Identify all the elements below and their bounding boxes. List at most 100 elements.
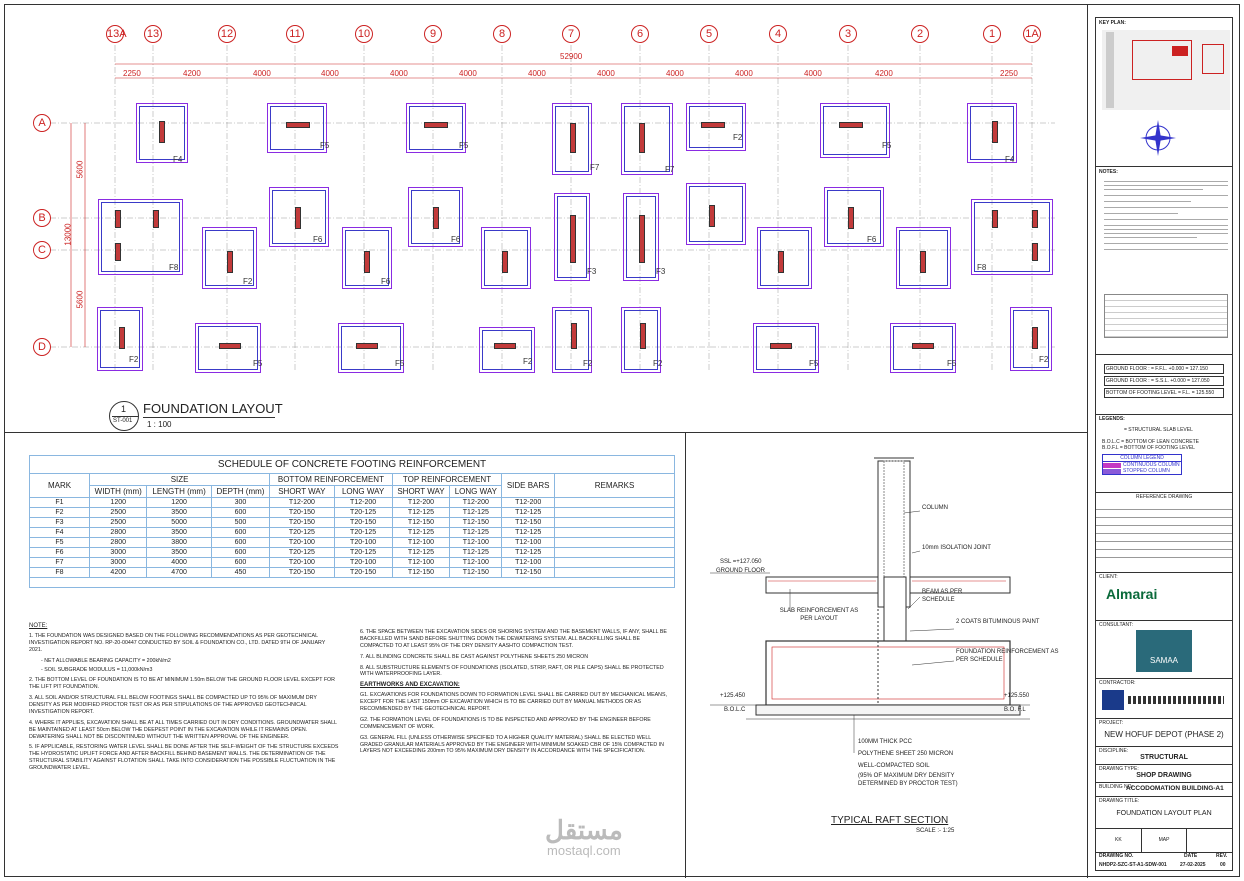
footing[interactable] [202,227,257,289]
column [1032,327,1038,349]
footing[interactable] [552,307,592,373]
footing[interactable] [753,323,819,373]
footing[interactable] [686,103,746,151]
drawing-rev: 00 [1220,862,1226,868]
grid-label-x: 7 [562,25,580,43]
bay-dimension: 4200 [183,69,201,78]
column [153,210,159,228]
bay-dimension: 4000 [528,69,546,78]
label-soil: WELL-COMPACTED SOIL [858,763,930,769]
footing[interactable] [136,103,188,163]
column [159,121,165,143]
level-fl: BOTTOM OF FOOTING LEVEL = F.L. = 125.550 [1104,388,1224,398]
label-pcc: 100MM THICK PCC [858,739,912,745]
footing[interactable] [406,103,466,153]
footing[interactable] [621,103,673,175]
column [571,323,577,349]
footing-mark: F4 [173,155,183,164]
notes-label: NOTES: [1099,169,1118,175]
grid-label-x: 6 [631,25,649,43]
note-g3: G3. GENERAL FILL (UNLESS OTHERWISE SPECI… [360,734,664,755]
drawing-title: FOUNDATION LAYOUT PLAN [1116,810,1212,817]
footing[interactable] [98,199,183,275]
footing[interactable] [971,199,1053,275]
raft-section: COLUMN 10mm ISOLATION JOINT SSL =+127.05… [685,433,1087,878]
label-soil-note: (95% OF MAXIMUM DRY DENSITY DETERMINED B… [858,773,958,787]
footing[interactable] [481,227,531,289]
bay-dimension: 4000 [804,69,822,78]
footing-mark: F3 [656,267,666,276]
column [286,122,310,128]
column [570,123,576,153]
left-dimension: 5600 [75,160,85,179]
footing[interactable] [342,227,392,289]
footing[interactable] [967,103,1017,163]
column [639,123,645,153]
footing[interactable] [686,183,746,245]
footing-mark: F4 [1005,155,1015,164]
grid-label-y: B [33,209,51,227]
footing[interactable] [338,323,404,373]
footing-mark: F5 [253,359,263,368]
footing[interactable] [757,227,812,289]
layout-title-ref: 1 ST-001 [109,401,139,431]
note-5: 5. IF APPLICABLE, RESTORING WATER LEVEL … [29,744,339,771]
note-2: 2. THE BOTTOM LEVEL OF FOUNDATION IS TO … [29,677,336,691]
footing-mark: F6 [381,277,391,286]
footing[interactable] [623,193,659,281]
watermark-logo: مستقل [545,815,623,845]
column [640,323,646,349]
note-7: 7. ALL BLINDING CONCRETE SHALL BE CAST A… [360,653,589,660]
footing-mark: F6 [313,235,323,244]
grid-label-x: 9 [424,25,442,43]
footing-mark: F5 [459,141,469,150]
column [912,343,934,349]
footing[interactable] [552,103,592,175]
note-4: 4. WHERE IT APPLIES, EXCAVATION SHALL BE… [29,719,337,740]
watermark: مستقل mostaql.com [545,815,623,858]
label-column: COLUMN [922,505,949,511]
column [848,207,854,229]
footing[interactable] [896,227,951,289]
label-bofl-level: +125.550 [1004,693,1030,699]
footing[interactable] [408,187,463,247]
footing[interactable] [97,307,143,371]
drawing-type: SHOP DRAWING [1136,772,1192,779]
layout-scale: 1 : 100 [147,420,172,429]
footing[interactable] [1010,307,1052,371]
footing[interactable] [621,307,661,373]
column [502,251,508,273]
stopped-col-swatch [1103,468,1121,474]
footing-mark: F2 [733,133,743,142]
footing-mark: F2 [129,355,139,364]
column [119,327,125,349]
level-ssl: GROUND FLOOR : = S.S.L. +0.000 = 127.050 [1104,376,1224,386]
schedule-title: SCHEDULE OF CONCRETE FOOTING REINFORCEME… [29,455,675,473]
footing[interactable] [890,323,956,373]
column-legend: COLUMN LEGEND CONTINUOUS COLUMN STOPPED … [1102,454,1182,475]
column [701,122,725,128]
footing[interactable] [269,187,329,247]
general-notes-2: 6. THE SPACE BETWEEN THE EXCAVATION SIDE… [360,629,672,759]
client-label: CLIENT: [1099,574,1118,580]
footing[interactable] [267,103,327,153]
note-g2: G2. THE FORMATION LEVEL OF FOUNDATIONS I… [360,716,651,730]
column [639,215,645,263]
footing[interactable] [824,187,884,247]
grid-label-x: 1 [983,25,1001,43]
bay-dimension: 2250 [1000,69,1018,78]
footing-mark: F2 [523,357,533,366]
footing[interactable] [195,323,261,373]
footing-mark: F2 [583,359,593,368]
footing[interactable] [479,327,535,373]
footing[interactable] [554,193,590,281]
bay-dimension: 4000 [735,69,753,78]
label-bolc: B.O.L.C [724,707,746,713]
drawing-number: NHDP2-SZC-ST-A1-SDW-001 [1099,862,1167,868]
footing[interactable] [820,103,890,158]
note-6: 6. THE SPACE BETWEEN THE EXCAVATION SIDE… [360,629,667,649]
